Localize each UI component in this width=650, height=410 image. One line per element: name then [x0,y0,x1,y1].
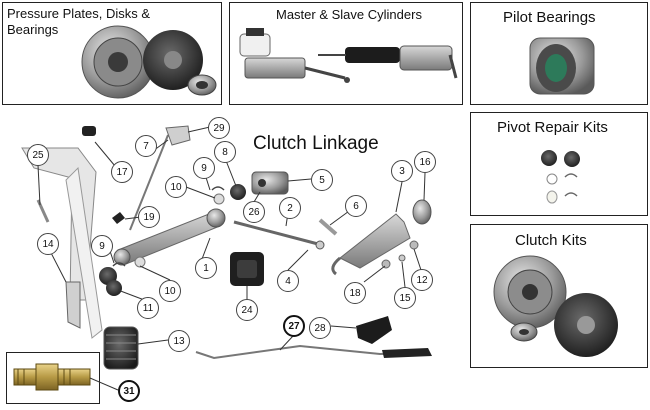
callout-9-upper[interactable]: 9 [193,157,215,179]
panel-pressure-plates-title: Pressure Plates, Disks & Bearings [7,6,151,37]
callout-19[interactable]: 19 [138,206,160,228]
pivot-kit-image [541,150,580,204]
callout-15[interactable]: 15 [394,287,416,309]
panel-pivot-repair-title: Pivot Repair Kits [497,119,608,136]
callout-11[interactable]: 11 [137,297,159,319]
pilot-bearing-image [529,37,595,95]
callout-14[interactable]: 14 [37,233,59,255]
panel-clutch-kits-title: Clutch Kits [515,232,587,249]
callout-8[interactable]: 8 [214,141,236,163]
callout-2[interactable]: 2 [279,197,301,219]
fitting-image [13,363,91,391]
callout-25[interactable]: 25 [27,144,49,166]
callout-24[interactable]: 24 [236,299,258,321]
panel-pilot-bearings-title: Pilot Bearings [503,9,596,26]
callout-28[interactable]: 28 [309,317,331,339]
callout-13[interactable]: 13 [168,330,190,352]
panel-master-slave-title: Master & Slave Cylinders [276,7,422,22]
cylinders-image [239,28,458,83]
callout-6[interactable]: 6 [345,195,367,217]
callout-31[interactable]: 31 [118,380,140,402]
callout-17[interactable]: 17 [111,161,133,183]
callout-1[interactable]: 1 [195,257,217,279]
diagram-title: Clutch Linkage [253,133,379,154]
callout-5[interactable]: 5 [311,169,333,191]
linkage-parts [21,125,432,370]
pressure-plate-image [81,25,217,99]
callout-9-lower[interactable]: 9 [91,235,113,257]
callout-12[interactable]: 12 [411,269,433,291]
callout-26[interactable]: 26 [243,201,265,223]
panel-pivot-repair[interactable]: Pivot Repair Kits [470,112,648,216]
callout-10-upper[interactable]: 10 [165,176,187,198]
callout-18[interactable]: 18 [344,282,366,304]
clutch-kit-image [493,255,618,357]
callout-3[interactable]: 3 [391,160,413,182]
callout-10-lower[interactable]: 10 [159,280,181,302]
callout-7[interactable]: 7 [135,135,157,157]
callout-16[interactable]: 16 [414,151,436,173]
callout-29[interactable]: 29 [208,117,230,139]
callout-27[interactable]: 27 [283,315,305,337]
callout-4[interactable]: 4 [277,270,299,292]
